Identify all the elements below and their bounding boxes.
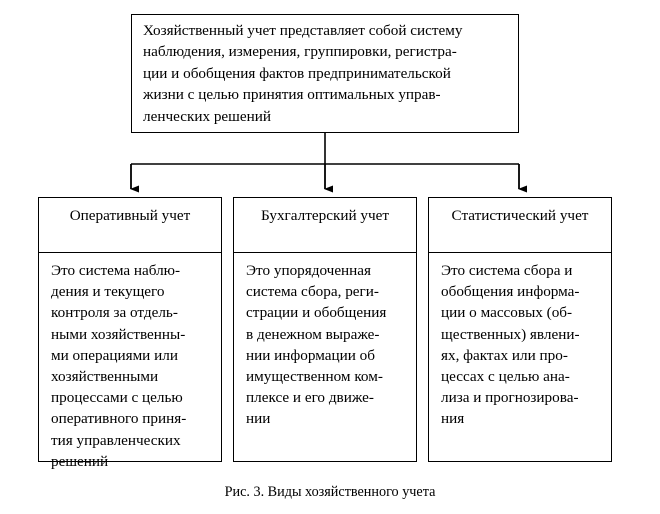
branch-description-bukhgalterskiy: Это упорядоченная система сбора, реги- с… — [246, 262, 387, 428]
branch-title-bukhgalterskiy: Бухгалтерский учет — [261, 207, 389, 224]
branch-header-statisticheskiy: Статистический учет — [428, 197, 612, 253]
branch-description-statisticheskiy: Это система сбора и обобщения информа- ц… — [441, 262, 580, 428]
figure-caption: Рис. 3. Виды хозяйственного учета — [224, 484, 436, 500]
branch-title-statisticheskiy: Статистический учет — [451, 207, 589, 224]
branch-header-bukhgalterskiy: Бухгалтерский учет — [233, 197, 417, 253]
branch-column-statisticheskiy: Статистический учет Это система сбора и … — [428, 197, 612, 462]
root-concept-box: Хозяйственный учет представляет собой си… — [131, 14, 519, 133]
branch-body-bukhgalterskiy: Это упорядоченная система сбора, реги- с… — [233, 253, 417, 462]
branch-body-operativny: Это система наблю- дения и текущего конт… — [38, 253, 222, 470]
branch-body-statisticheskiy: Это система сбора и обобщения информа- ц… — [428, 253, 612, 462]
branch-title-operativny: Оперативный учет — [69, 207, 191, 224]
branch-description-operativny: Это система наблю- дения и текущего конт… — [51, 262, 187, 470]
root-concept-text: Хозяйственный учет представляет собой си… — [143, 22, 463, 125]
branch-column-operativny: Оперативный учет Это система наблю- дени… — [38, 197, 222, 470]
branch-column-bukhgalterskiy: Бухгалтерский учет Это упорядоченная сис… — [233, 197, 417, 462]
branch-header-operativny: Оперативный учет — [38, 197, 222, 253]
